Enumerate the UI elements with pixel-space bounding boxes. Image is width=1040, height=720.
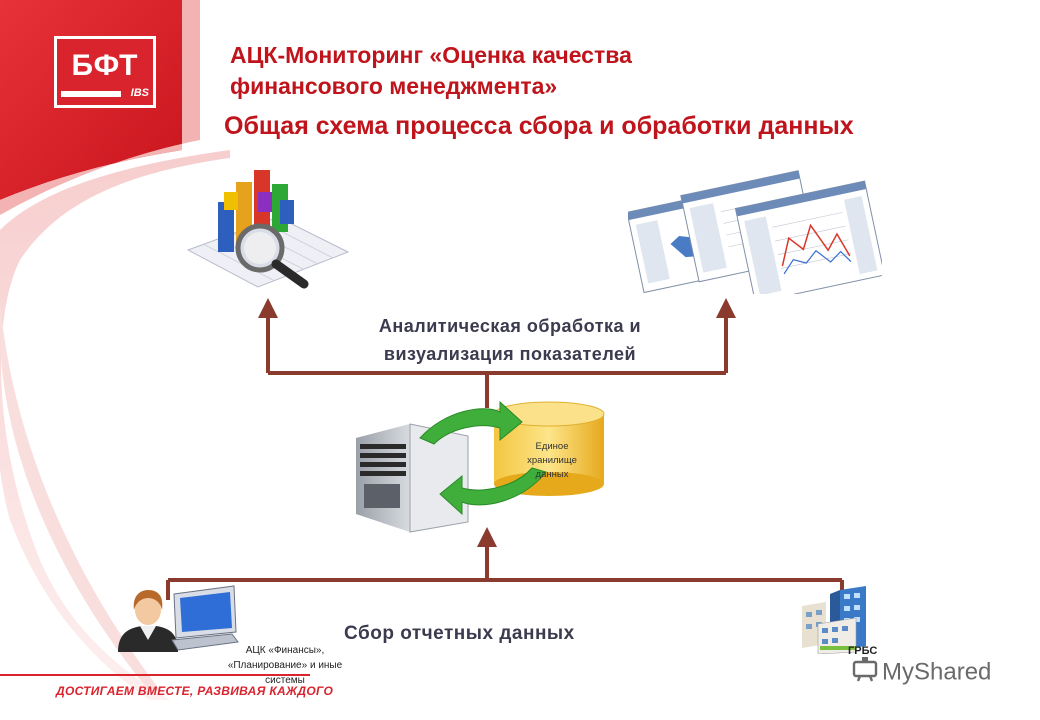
watermark-icon (852, 656, 878, 689)
systems-label-line1: АЦК «Финансы», (245, 645, 325, 656)
systems-label-line2: «Планирование» и иные (227, 660, 343, 671)
grbs-label: ГРБС (848, 645, 878, 657)
user-workstation-icon (118, 585, 239, 652)
watermark-text: MyShared (882, 658, 992, 686)
logo-sub: IBS (130, 87, 149, 99)
analytics-label-line2: визуализация показателей (383, 344, 637, 364)
storage-label-line3: данных (535, 469, 569, 480)
server-storage-icon (356, 400, 605, 533)
footer-slogan: ДОСТИГАЕМ ВМЕСТЕ, РАЗВИВАЯ КАЖДОГО (56, 684, 334, 698)
bft-logo: БФТ IBS (54, 36, 156, 108)
logo-bar (61, 91, 121, 97)
dashboard-screens-icon (628, 170, 882, 294)
analytics-chart-icon (186, 170, 350, 289)
collection-label: Сбор отчетных данных (344, 623, 575, 644)
analytics-label-line1: Аналитическая обработка и (378, 316, 642, 336)
systems-label: АЦК «Финансы», «Планирование» и иные сис… (200, 643, 370, 688)
storage-label-line2: хранилище (527, 455, 577, 466)
watermark: MyShared (852, 656, 991, 689)
storage-label-line1: Единое (535, 441, 569, 452)
systems-label-line3: системы (265, 675, 305, 686)
slide-subtitle: Общая схема процесса сбора и обработки д… (224, 112, 854, 140)
analytics-label: Аналитическая обработка и визуализация п… (330, 312, 690, 368)
storage-label: Единое хранилище данных (500, 440, 604, 482)
logo-text: БФТ (71, 49, 139, 82)
slide-title: АЦК-Мониторинг «Оценка качества финансов… (230, 42, 632, 99)
buildings-icon (802, 586, 866, 654)
